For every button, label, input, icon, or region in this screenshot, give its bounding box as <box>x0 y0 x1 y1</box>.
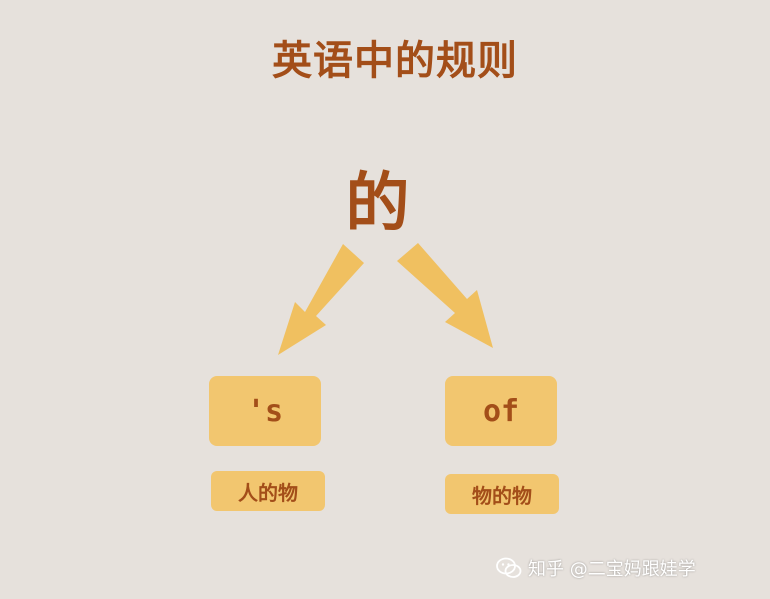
watermark: 知乎 @二宝妈跟娃学 <box>496 555 696 581</box>
wechat-icon <box>496 557 522 578</box>
page-title: 英语中的规则 <box>272 38 518 84</box>
left-label: 人的物 <box>211 471 325 511</box>
left-arrow <box>278 244 364 355</box>
watermark-text: 知乎 @二宝妈跟娃学 <box>528 559 696 580</box>
center-character: 的 <box>345 167 410 241</box>
right-arrow <box>397 243 493 348</box>
of-box: of <box>445 376 557 446</box>
possessive-s-box: 's <box>209 376 321 446</box>
right-label: 物的物 <box>445 474 559 514</box>
